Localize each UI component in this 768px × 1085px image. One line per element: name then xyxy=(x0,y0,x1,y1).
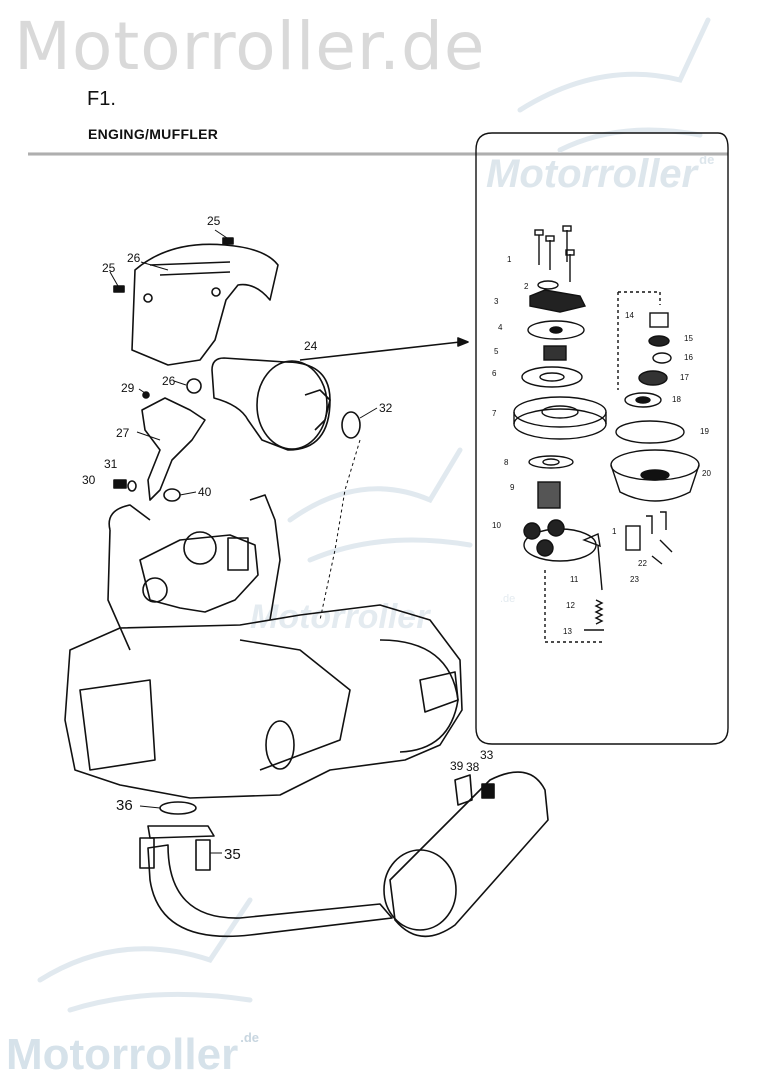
detail-callout-21: 1 xyxy=(612,527,617,536)
bolt-set-part xyxy=(534,225,575,282)
detail-callout-23: 23 xyxy=(630,575,639,584)
header-divider xyxy=(28,152,728,156)
detail-callout-2: 2 xyxy=(524,282,529,291)
detail-callout-6: 6 xyxy=(492,369,497,378)
engine-assembly xyxy=(64,229,549,938)
callout-26-nut: 26 xyxy=(162,374,176,388)
callout-35: 35 xyxy=(224,846,241,863)
figure-title: ENGING/MUFFLER xyxy=(88,126,219,142)
detail-callout-14: 14 xyxy=(625,311,634,320)
detail-callout-11: 11 xyxy=(570,575,579,584)
watermark-footer-suffix: .de xyxy=(240,1030,260,1045)
detail-callout-15: 15 xyxy=(684,334,693,343)
bracket-part xyxy=(141,397,206,501)
watermark-detail-text: Motorroller xyxy=(486,152,698,196)
detail-callout-17: 17 xyxy=(680,373,689,382)
scooter-watermark-icon xyxy=(37,17,711,1013)
watermark-footer: Motorroller.de xyxy=(6,1030,259,1080)
watermark-center-suffix: .de xyxy=(500,593,515,605)
detail-callout-12: 12 xyxy=(566,601,575,610)
starter-clutch-detail-panel xyxy=(475,132,729,745)
figure-code: F1. xyxy=(87,88,116,110)
detail-callout-19: 19 xyxy=(700,427,709,436)
exhaust-pipe-part xyxy=(147,844,393,938)
callout-36: 36 xyxy=(116,797,133,814)
detail-callout-5: 5 xyxy=(494,347,499,356)
callout-25-top: 25 xyxy=(207,214,221,228)
detail-callout-8: 8 xyxy=(504,458,509,467)
callout-31: 31 xyxy=(104,457,118,471)
callout-27: 27 xyxy=(116,426,130,440)
detail-callout-7: 7 xyxy=(492,409,497,418)
watermark-center-text: Motorroller xyxy=(250,598,431,636)
callout-32: 32 xyxy=(379,401,393,415)
callout-39: 39 xyxy=(450,759,464,773)
detail-callout-1: 1 xyxy=(507,255,512,264)
watermark-footer-text: Motorroller xyxy=(6,1030,239,1079)
fan-cover-part xyxy=(131,243,279,366)
detail-callout-9: 9 xyxy=(510,483,515,492)
muffler-part xyxy=(389,771,549,938)
callout-29: 29 xyxy=(121,381,135,395)
callout-40: 40 xyxy=(198,485,212,499)
callout-26-cover: 26 xyxy=(127,251,141,265)
callout-25-left: 25 xyxy=(102,261,116,275)
detail-callout-22: 22 xyxy=(638,559,647,568)
main-callout-labels: 25 25 26 26 24 29 27 32 31 30 40 36 35 3… xyxy=(82,214,494,863)
callout-38: 38 xyxy=(466,760,480,774)
detail-callout-4: 4 xyxy=(498,323,503,332)
detail-callout-10: 10 xyxy=(492,521,501,530)
callout-33: 33 xyxy=(480,748,494,762)
starter-motor-part xyxy=(211,357,331,451)
detail-callout-16: 16 xyxy=(684,353,693,362)
engine-case-part xyxy=(64,604,463,799)
callout-30: 30 xyxy=(82,473,96,487)
carburetor-part xyxy=(139,534,259,613)
detail-callout-13: 13 xyxy=(563,627,572,636)
detail-callout-labels: 1 2 3 4 5 6 7 8 9 10 11 12 13 14 15 16 1… xyxy=(492,255,711,636)
detail-callout-18: 18 xyxy=(672,395,681,404)
detail-callout-20: 20 xyxy=(702,469,711,478)
detail-callout-3: 3 xyxy=(494,297,499,306)
watermark-header: Motorroller.de xyxy=(14,8,486,85)
callout-24: 24 xyxy=(304,339,318,353)
